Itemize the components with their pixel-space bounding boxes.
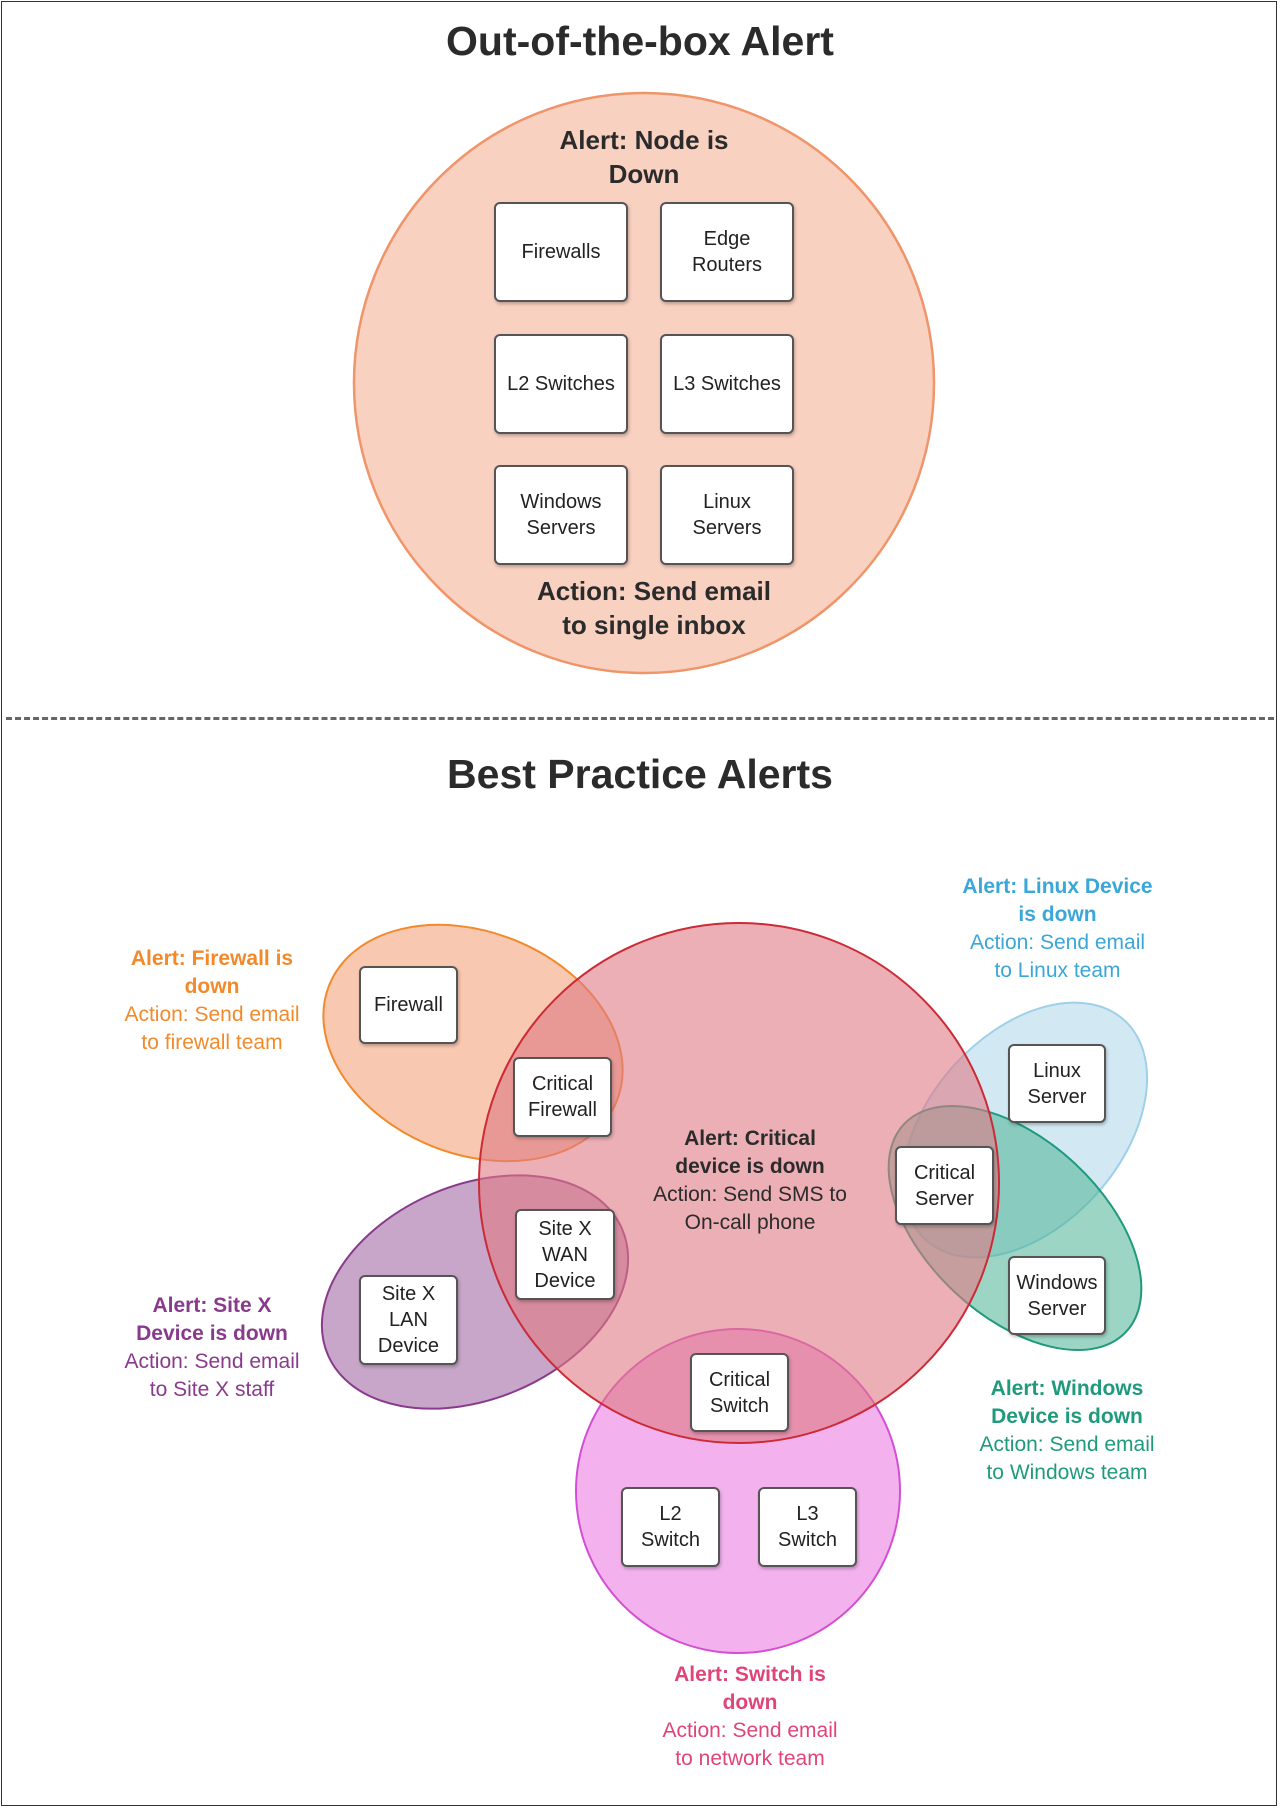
l2-switches-box: L2 Switches (494, 334, 628, 434)
linux-alert-action: Action: Send email to Linux team (969, 931, 1146, 982)
linux-alert-heading: Alert: Linux Device is down (962, 875, 1153, 926)
linux-alert-label: Alert: Linux Device is down Action: Send… (920, 873, 1195, 985)
critical-server-box: Critical Server (895, 1146, 994, 1225)
firewall-alert-action: Action: Send email to firewall team (124, 1003, 300, 1054)
site-x-alert-heading: Alert: Site X Device is down (136, 1294, 288, 1345)
section-divider (6, 717, 1274, 720)
site-x-alert-label: Alert: Site X Device is down Action: Sen… (92, 1292, 332, 1404)
top-title: Out-of-the-box Alert (446, 18, 834, 64)
critical-firewall-box: Critical Firewall (513, 1057, 612, 1137)
critical-circle (478, 922, 1000, 1444)
firewall-box: Firewall (359, 966, 458, 1044)
linux-server-box: Linux Server (1008, 1044, 1106, 1123)
bottom-title: Best Practice Alerts (447, 751, 833, 797)
node-down-action-label: Action: Send email to single inbox (536, 576, 772, 640)
site-x-alert-action: Action: Send email to Site X staff (124, 1350, 300, 1401)
firewalls-box: Firewalls (494, 202, 628, 302)
critical-switch-box: Critical Switch (690, 1353, 789, 1432)
l3-switches-box: L3 Switches (660, 334, 794, 434)
site-x-lan-device-box: Site X LAN Device (359, 1275, 458, 1365)
critical-alert-label: Alert: Critical device is down Action: S… (625, 1125, 875, 1237)
firewall-alert-heading: Alert: Firewall is down (130, 947, 294, 998)
l3-switch-box: L3 Switch (758, 1487, 857, 1567)
edge-routers-box: Edge Routers (660, 202, 794, 302)
windows-alert-action: Action: Send email to Windows team (979, 1433, 1155, 1484)
windows-servers-box: Windows Servers (494, 465, 628, 565)
linux-servers-box: Linux Servers (660, 465, 794, 565)
critical-alert-action: Action: Send SMS to On-call phone (653, 1183, 847, 1234)
l2-switch-box: L2 Switch (621, 1487, 720, 1567)
windows-server-box: Windows Server (1008, 1256, 1106, 1335)
switch-alert-label: Alert: Switch is down Action: Send email… (625, 1661, 875, 1773)
switch-alert-heading: Alert: Switch is down (674, 1663, 826, 1714)
critical-alert-heading: Alert: Critical device is down (675, 1127, 825, 1178)
switch-alert-action: Action: Send email to network team (662, 1719, 838, 1770)
windows-alert-heading: Alert: Windows Device is down (990, 1377, 1144, 1428)
node-down-alert-label: Alert: Node is Down (559, 125, 729, 189)
windows-alert-label: Alert: Windows Device is down Action: Se… (937, 1375, 1197, 1487)
site-x-wan-device-box: Site X WAN Device (515, 1209, 615, 1300)
firewall-alert-label: Alert: Firewall is down Action: Send ema… (92, 945, 332, 1057)
